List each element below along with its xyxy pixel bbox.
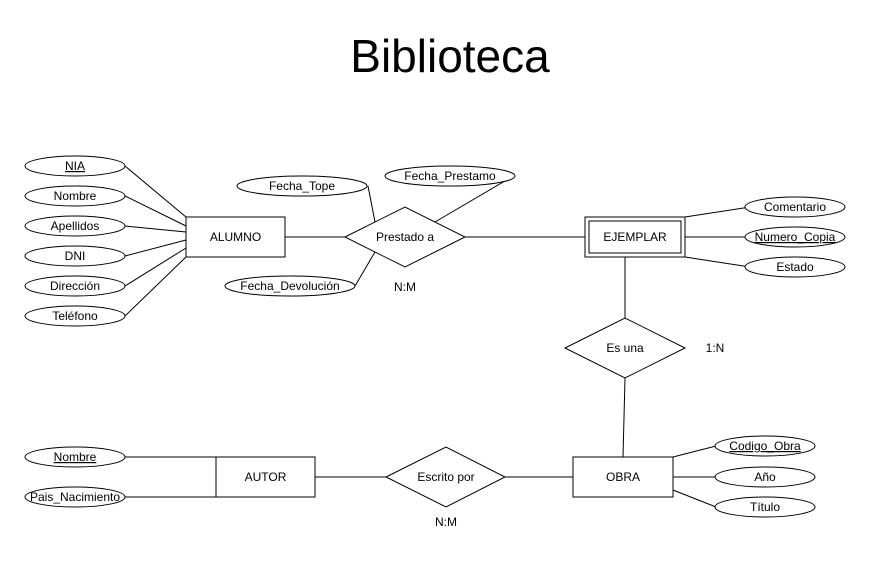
attribute-autor-nombre[interactable]: Nombre [24, 446, 126, 468]
attribute-fecha-tope[interactable]: Fecha_Tope [236, 175, 368, 197]
attribute-estado[interactable]: Estado [744, 256, 846, 278]
attribute-direccion[interactable]: Dirección [24, 275, 126, 297]
attribute-label: NIA [65, 159, 85, 173]
diagram-title: Biblioteca [350, 30, 550, 82]
relationship-label: Prestado a [376, 230, 434, 244]
entity-alumno[interactable]: ALUMNO [185, 216, 286, 258]
attribute-label: Nombre [54, 450, 97, 464]
relationship-label: Escrito por [417, 470, 474, 484]
relationship-label: Es una [606, 341, 644, 355]
entity-autor[interactable]: AUTOR [215, 456, 316, 498]
attribute-label: Pais_Nacimiento [30, 490, 120, 504]
connectors [124, 165, 751, 508]
attribute-label: Dirección [50, 279, 100, 293]
attribute-label: Fecha_Prestamo [404, 169, 496, 183]
attribute-apellidos[interactable]: Apellidos [24, 215, 126, 237]
attribute-label: Numero_Copia [755, 230, 836, 244]
attribute-telefono[interactable]: Teléfono [24, 305, 126, 327]
attribute-nia[interactable]: NIA [24, 155, 126, 177]
attribute-comentario[interactable]: Comentario [744, 196, 846, 218]
attribute-label: Título [750, 500, 780, 514]
attribute-fecha-devolucion[interactable]: Fecha_Devolución [224, 275, 356, 297]
attribute-pais-nacimiento[interactable]: Pais_Nacimiento [24, 486, 126, 508]
entity-label: OBRA [606, 470, 640, 484]
attribute-titulo[interactable]: Título [714, 496, 816, 518]
attribute-label: Fecha_Tope [269, 179, 335, 193]
attribute-label: DNI [65, 249, 86, 263]
entity-label: EJEMPLAR [603, 230, 667, 244]
entity-obra[interactable]: OBRA [572, 456, 674, 498]
attribute-label: Comentario [764, 200, 826, 214]
attribute-label: Año [754, 470, 776, 484]
attribute-label: Teléfono [52, 309, 98, 323]
attribute-fecha-prestamo[interactable]: Fecha_Prestamo [384, 165, 516, 187]
attribute-anio[interactable]: Año [714, 466, 816, 488]
cardinality-prestado: N:M [394, 280, 416, 294]
attribute-label: Nombre [54, 189, 97, 203]
attribute-label: Apellidos [51, 219, 100, 233]
entity-label: ALUMNO [210, 230, 261, 244]
relationship-es-una[interactable]: Es una [563, 317, 687, 379]
attribute-label: Codigo_Obra [729, 439, 801, 453]
entity-label: AUTOR [245, 470, 287, 484]
attribute-label: Estado [776, 260, 814, 274]
attribute-dni[interactable]: DNI [24, 245, 126, 267]
relationship-escrito-por[interactable]: Escrito por [384, 446, 507, 508]
entity-ejemplar[interactable]: EJEMPLAR [584, 216, 686, 258]
cardinality-es-una: 1:N [706, 341, 725, 355]
attribute-label: Fecha_Devolución [240, 279, 339, 293]
attribute-nombre[interactable]: Nombre [24, 185, 126, 207]
relationship-prestado-a[interactable]: Prestado a [343, 206, 467, 268]
cardinality-escrito-por: N:M [435, 515, 457, 529]
attribute-codigo-obra[interactable]: Codigo_Obra [714, 435, 816, 457]
attribute-numero-copia[interactable]: Numero_Copia [744, 226, 846, 248]
